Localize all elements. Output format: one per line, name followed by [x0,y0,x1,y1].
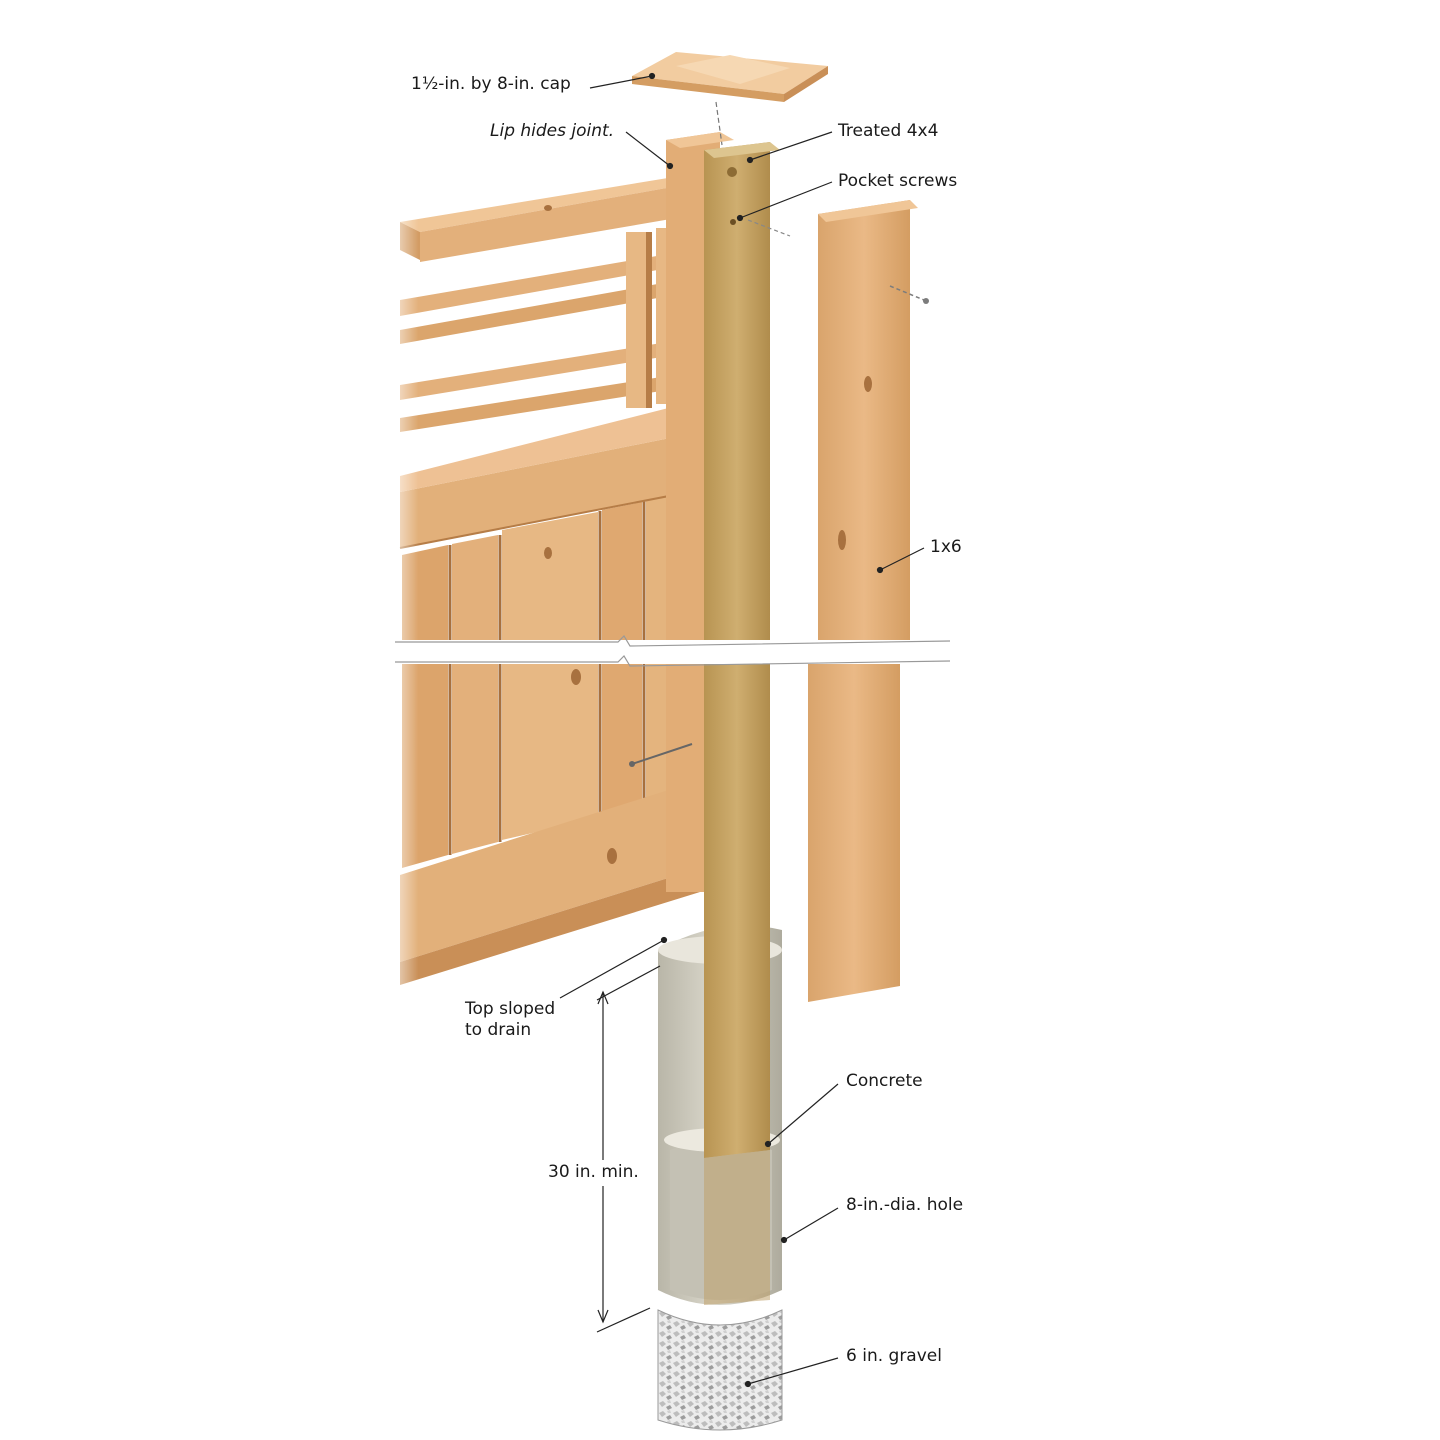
lip-label: Lip hides joint. [490,121,615,141]
concrete-label: Concrete [846,1071,923,1091]
depth-dimension [596,965,661,1333]
fasteners [629,219,791,767]
pocket-screws-label: Pocket screws [838,171,958,191]
loose-1x6-board [808,200,929,1002]
leader-lines [559,72,925,1388]
treated-post [704,142,780,1305]
fence-panel [380,170,701,1010]
cap-label: 1½-in. by 8-in. cap [411,74,571,94]
gravel-base [657,1309,783,1431]
depth-label: 30 in. min. [548,1162,639,1182]
break-line [390,635,960,667]
board-label: 1x6 [930,537,962,557]
top-sloped-label: Top sloped to drain [465,999,556,1040]
hole-label: 8-in.-dia. hole [846,1195,964,1215]
post-cap [632,52,828,146]
gravel-label: 6 in. gravel [846,1346,942,1366]
treated-post-label: Treated 4x4 [838,121,939,141]
